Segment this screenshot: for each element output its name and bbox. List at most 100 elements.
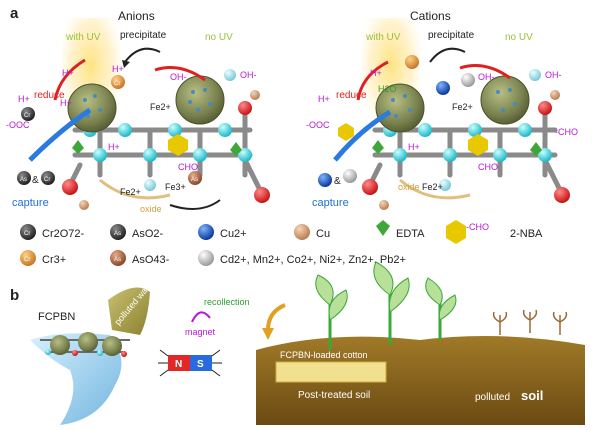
hplus-label-6: H+ <box>318 94 330 104</box>
reduce-arrow <box>53 58 86 101</box>
h2o-label: H2O <box>378 84 397 94</box>
cu-ion-icon <box>436 81 450 95</box>
legend-edta-label: EDTA <box>396 228 425 240</box>
cations-title: Cations <box>410 9 451 23</box>
legend-cr-icon <box>20 224 36 240</box>
precipitate-label-2: precipitate <box>428 30 475 41</box>
with-uv-label-2: with UV <box>365 32 401 43</box>
hplus-label-1: H+ <box>18 94 30 104</box>
hplus-label-4: H+ <box>60 98 72 108</box>
hydroxide-icon <box>144 179 156 191</box>
legend-as5-label: AsO43- <box>132 254 170 266</box>
panel-a-label: a <box>10 5 19 22</box>
hplus-label-5: H+ <box>108 142 120 152</box>
hplus-label-2: H+ <box>62 68 74 78</box>
reduce-arrow-4 <box>459 64 511 80</box>
hydroxide-icon-4 <box>529 69 541 81</box>
edta-icon-2 <box>230 142 242 156</box>
oxide-arrow-2 <box>399 178 471 200</box>
magnet-north <box>168 355 190 371</box>
legend-metals-icon <box>198 250 214 266</box>
capture-arrow-2 <box>333 109 392 162</box>
reduce-label: reduce <box>34 90 65 101</box>
legend-as5-icon-label: As <box>114 257 121 263</box>
metal-ion-icon <box>461 73 475 87</box>
fcpbn-cotton-pad <box>275 361 387 383</box>
legend-as-icon-label: As <box>114 231 121 237</box>
hplus-label-7: H+ <box>370 68 382 78</box>
capture-label-2: capture <box>312 197 349 209</box>
magnet-south <box>190 355 212 371</box>
panel-b-label: b <box>10 287 19 304</box>
withered-plants <box>492 309 568 335</box>
legend-nba-icon <box>446 220 466 244</box>
edta-icon <box>72 140 84 154</box>
nanoparticle-no-uv-2 <box>480 75 530 125</box>
capture-label: capture <box>12 197 49 209</box>
magnet-s-label: S <box>197 359 204 370</box>
fe3-label: Fe3+ <box>165 182 186 192</box>
legend-nba-label: 2-NBA <box>510 228 543 240</box>
reduce-label-2: reduce <box>336 90 367 101</box>
ooc-label-2: -OOC <box>306 120 330 130</box>
legend-cr3-label: Cr3+ <box>42 254 66 266</box>
metal-ion-capture-icon <box>343 169 357 183</box>
hydroxide-icon-2 <box>224 69 236 81</box>
legend-cr3-icon <box>20 250 36 266</box>
legend: Cr Cr2O72- As AsO2- Cu2+ Cu EDTA -CHO 2-… <box>20 220 543 266</box>
magnet-label: magnet <box>185 327 216 337</box>
fe-cycle-arrow <box>169 199 221 210</box>
as5-ion-icon <box>188 171 202 185</box>
precipitate-arrow <box>124 47 161 63</box>
healthy-plants <box>315 261 457 350</box>
legend-metals-label: Cd2+, Mn2+, Co2+, Ni2+, Zn2+, Pb2+ <box>220 254 406 266</box>
capture-arrow <box>28 107 92 162</box>
as5-ion-label: As <box>191 177 198 183</box>
polluted-water-stream <box>108 287 150 335</box>
soil-block <box>256 336 585 425</box>
legend-cho-tag: -CHO <box>466 222 489 232</box>
no-uv-label: no UV <box>205 32 233 43</box>
polluted-soil-label-b: soil <box>521 388 543 403</box>
oh-label-4: OH- <box>545 70 562 80</box>
magnet-field-lines <box>158 349 222 377</box>
panel-a-anions: a Anions with UV no UV precipitate <box>6 5 270 214</box>
magnet-arrow <box>191 311 211 323</box>
legend-as5-icon <box>110 250 126 266</box>
anions-title: Anions <box>118 9 155 23</box>
legend-cr3-icon-label: Cr <box>24 257 30 263</box>
panel-b: b FCPBN polluted water magnet N S <box>10 261 585 425</box>
amp-label-2: & <box>334 176 341 187</box>
cr-ion-label-2: Cr <box>44 177 50 183</box>
fe2-label-1: Fe2+ <box>150 102 171 112</box>
legend-cu-icon <box>294 224 310 240</box>
fe2-label-4: Fe2+ <box>422 182 443 192</box>
precipitate-arrow-2 <box>429 47 466 63</box>
nanoparticle-dots <box>83 88 212 118</box>
cu-precipitate-icon <box>405 55 419 69</box>
legend-cr-label: Cr2O72- <box>42 228 85 240</box>
ooc-label: -OOC <box>6 120 30 130</box>
cho-label-3: CHO <box>478 162 498 172</box>
edta-icon-3 <box>372 140 384 154</box>
legend-cu-label: Cu <box>316 228 330 240</box>
post-treated-soil-label: Post-treated soil <box>298 390 370 401</box>
hplus-label-3: H+ <box>112 64 124 74</box>
nba-icon <box>168 134 188 156</box>
as-ion-label: As <box>20 177 27 183</box>
oxide-arrow <box>99 178 171 200</box>
legend-cr-icon-label: Cr <box>24 231 30 237</box>
nba-icon-2 <box>468 134 488 156</box>
oxide-label-2: oxide <box>398 182 420 192</box>
cho-label: CHO <box>178 162 198 172</box>
fcpbn-network <box>40 332 130 357</box>
legend-cu-ion-label: Cu2+ <box>220 228 247 240</box>
edta-icon-4 <box>530 142 542 156</box>
oh-label-2: OH- <box>240 70 257 80</box>
cho-label-2: -CHO <box>555 127 578 137</box>
as-ion-icon <box>17 171 31 185</box>
framework-atoms-2 <box>362 90 570 210</box>
oh-label-1: OH- <box>170 72 187 82</box>
legend-as-label: AsO2- <box>132 228 164 240</box>
panel-a-cations: Cations with UV no UV precipitate <box>306 9 578 210</box>
